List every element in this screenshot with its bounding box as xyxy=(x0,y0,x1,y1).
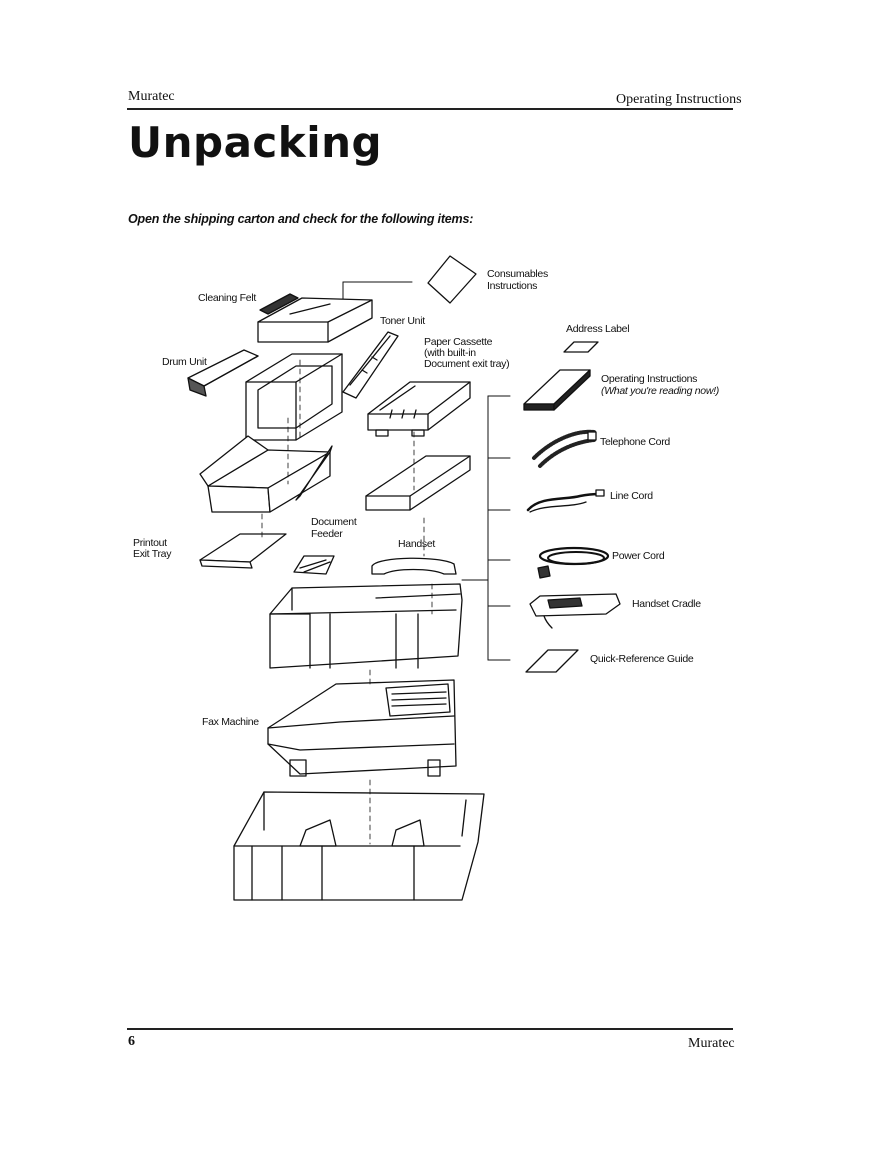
intro-text: Open the shipping carton and check for t… xyxy=(128,212,474,226)
document-exit-tray-part xyxy=(366,432,470,510)
label-paper-cassette-3: Document exit tray) xyxy=(424,358,510,370)
label-cleaning-felt: Cleaning Felt xyxy=(198,292,256,304)
label-document-feeder-2: Feeder xyxy=(311,528,343,540)
address-label-part xyxy=(564,342,598,352)
handset-part xyxy=(372,518,456,574)
line-cord-part xyxy=(528,490,604,512)
power-cord-part xyxy=(538,548,608,578)
printout-exit-tray-part xyxy=(200,514,286,568)
drum-unit-part xyxy=(188,350,258,396)
toner-unit-part xyxy=(343,332,398,398)
label-consumables-2: Instructions xyxy=(487,280,538,292)
shipping-box xyxy=(200,418,332,512)
operating-instructions-book xyxy=(524,370,590,410)
top-foam-tray xyxy=(258,298,372,342)
footer-rule xyxy=(127,1028,733,1030)
quick-reference-guide-part xyxy=(526,650,578,672)
bottom-foam-tray xyxy=(234,780,484,900)
label-consumables-1: Consumables xyxy=(487,268,548,280)
upper-foam-end-caps xyxy=(270,584,462,668)
label-quick-reference: Quick-Reference Guide xyxy=(590,653,694,665)
label-line-cord: Line Cord xyxy=(610,490,653,502)
footer-page-number: 6 xyxy=(128,1034,135,1049)
label-handset-cradle: Handset Cradle xyxy=(632,598,701,610)
handset-cradle-part xyxy=(530,594,620,628)
footer-brand: Muratec xyxy=(688,1036,735,1051)
label-operating-instructions-2: (What you're reading now!) xyxy=(601,385,719,397)
label-telephone-cord: Telephone Cord xyxy=(600,436,670,448)
label-document-feeder-1: Document xyxy=(311,516,357,528)
label-printout-1: Printout xyxy=(133,537,167,549)
document-feeder-part xyxy=(294,556,334,574)
telephone-cord-part xyxy=(534,432,596,466)
label-operating-instructions-1: Operating Instructions xyxy=(601,373,698,385)
label-printout-2: Exit Tray xyxy=(133,548,172,560)
page-title: Unpacking xyxy=(128,118,383,167)
header-brand: Muratec xyxy=(128,89,175,104)
middle-foam-insert xyxy=(246,354,342,440)
consumables-instructions-sheet xyxy=(343,256,476,303)
label-paper-cassette-2: (with built-in xyxy=(424,347,476,359)
label-handset: Handset xyxy=(398,538,436,550)
header-rule xyxy=(127,108,733,110)
label-toner-unit: Toner Unit xyxy=(380,315,425,327)
cleaning-felt-part xyxy=(260,294,298,314)
accessories-bracket xyxy=(462,396,510,660)
paper-cassette-part xyxy=(368,382,470,436)
fax-machine-part xyxy=(268,670,456,776)
header-doc-title: Operating Instructions xyxy=(616,92,742,107)
label-drum-unit: Drum Unit xyxy=(162,356,207,368)
label-power-cord: Power Cord xyxy=(612,550,665,562)
label-fax-machine: Fax Machine xyxy=(202,716,259,728)
label-paper-cassette-1: Paper Cassette xyxy=(424,336,493,348)
label-address-label: Address Label xyxy=(566,323,630,335)
